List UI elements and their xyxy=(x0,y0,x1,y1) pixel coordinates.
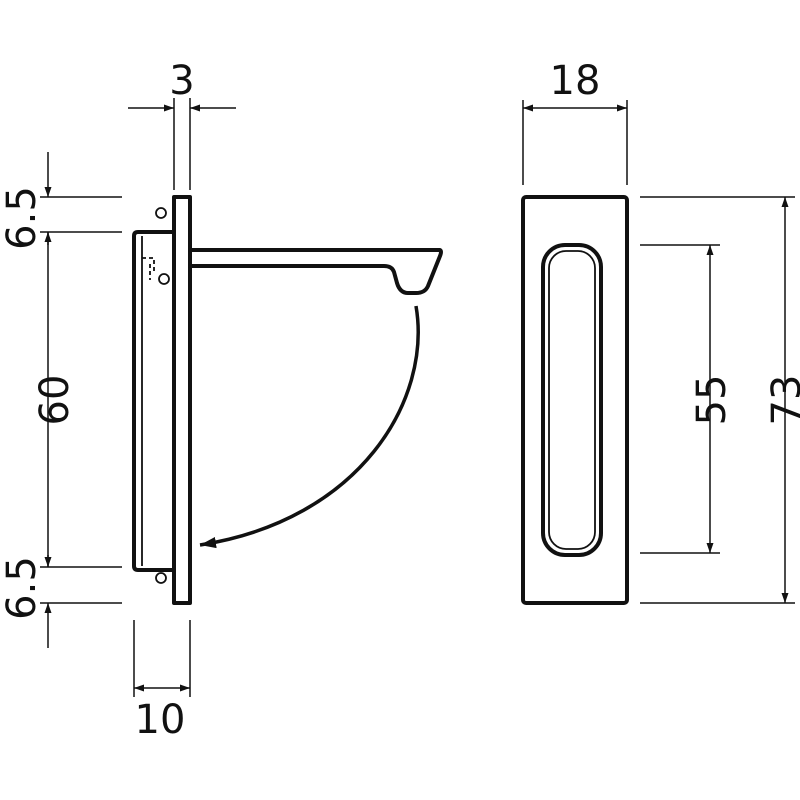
depth-dimension: 10 xyxy=(133,620,191,743)
label-width: 18 xyxy=(550,58,601,104)
recess-height-dimension: 55 xyxy=(640,244,735,554)
flip-handle xyxy=(188,248,443,295)
recess-body xyxy=(132,230,176,572)
front-plate xyxy=(521,195,629,605)
finger-recess-inner xyxy=(548,250,596,550)
label-bottom-margin: 6.5 xyxy=(0,556,45,620)
side-view xyxy=(132,195,443,605)
thickness-dimension: 3 xyxy=(128,58,236,190)
finger-recess xyxy=(541,243,603,557)
hidden-pivot-detail xyxy=(142,257,155,280)
pivot-icon xyxy=(158,273,170,285)
total-height-dimension: 73 xyxy=(640,196,800,604)
mount-screw-top-icon xyxy=(155,207,167,219)
label-total-height: 73 xyxy=(764,375,800,426)
label-inner-height: 60 xyxy=(32,375,78,426)
label-depth: 10 xyxy=(135,697,186,743)
mount-screw-bottom-icon xyxy=(155,572,167,584)
width-dimension: 18 xyxy=(522,58,628,185)
label-top-margin: 6.5 xyxy=(0,186,45,250)
left-dimension-chain: 6.5 60 6.5 xyxy=(0,152,122,648)
rotation-arrow xyxy=(199,305,420,549)
label-recess-height: 55 xyxy=(689,375,735,426)
face-plate xyxy=(172,195,192,605)
front-view xyxy=(521,195,629,605)
label-thickness: 3 xyxy=(169,58,194,104)
